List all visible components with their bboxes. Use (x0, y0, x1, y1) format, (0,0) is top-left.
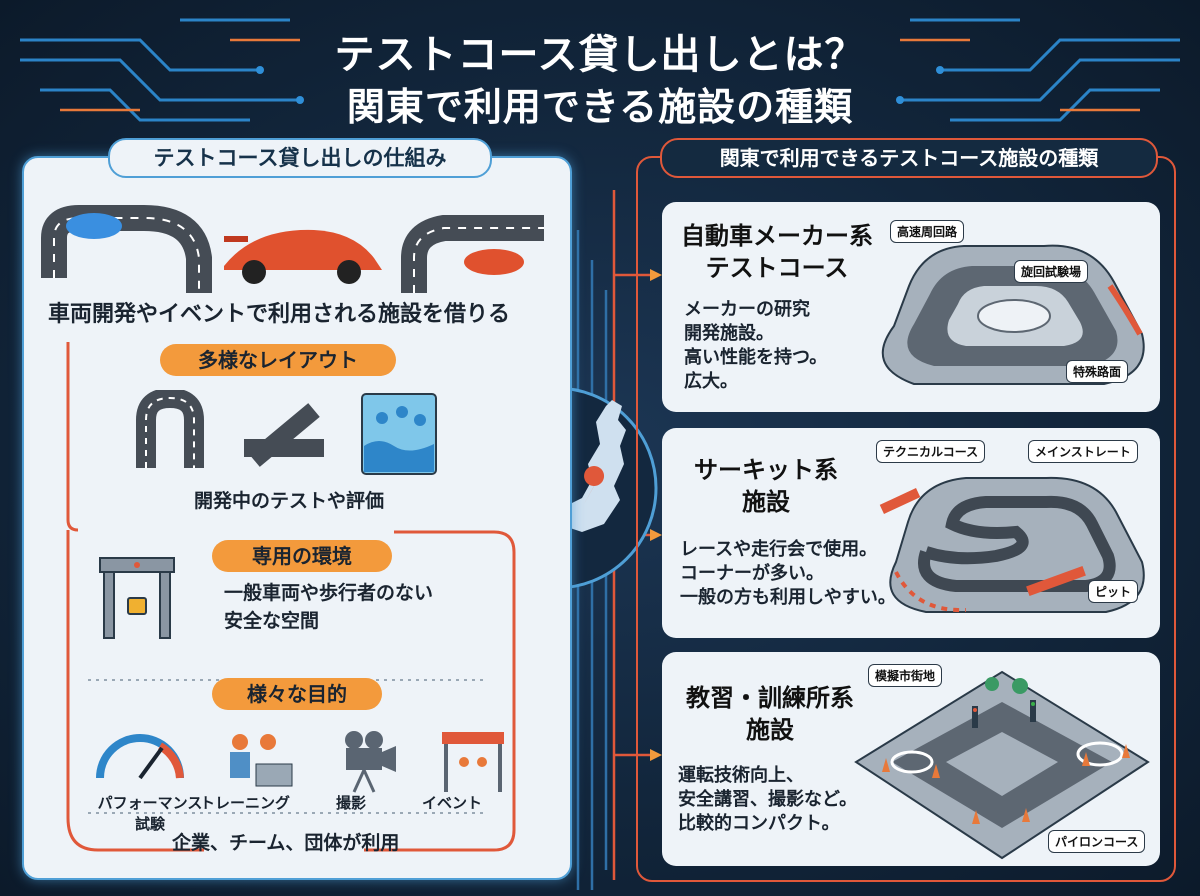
right-panel-header: 関東で利用できるテストコース施設の種類 (660, 138, 1158, 178)
feature-label-environment: 専用の環境 (212, 540, 392, 572)
feature-label-layout: 多様なレイアウト (160, 344, 396, 376)
film-camera-icon (345, 731, 396, 793)
purpose-event: イベント (422, 794, 483, 812)
tag-technical-course: テクニカルコース (876, 440, 986, 463)
page-subtitle: 関東で利用できる施設の種類 (346, 85, 854, 129)
left-panel-header: テストコース貸し出しの仕組み (108, 138, 492, 178)
feature-bracket (66, 342, 516, 852)
tag-skid-pad: 旋回試験場 (1014, 260, 1089, 283)
japan-map (498, 400, 626, 548)
purpose-performance: パフォーマンス 試験 (97, 794, 203, 833)
facility-card-circuit: サーキット系 施設 レースや走行会で使用。 コーナーが多い。 一般の方も利用しや… (662, 428, 1160, 638)
red-car-icon (464, 249, 524, 275)
purpose-filming: 撮影 (336, 794, 367, 812)
lock-icon (127, 597, 147, 615)
feature-desc-layout: 開発中のテストや評価 (194, 490, 385, 512)
card-description: 運転技術向上、 安全講習、撮影など。 比較的コンパクト。 (678, 765, 858, 834)
card-title: 教習・訓練所系 施設 (686, 684, 854, 744)
card-description: レースや走行会で使用。 コーナーが多い。 一般の方も利用しやすい。 (680, 539, 896, 608)
pylon-icons (882, 744, 1130, 824)
speedometer-icon (96, 734, 184, 780)
feature-desc-environment-line2: 安全な空間 (224, 610, 320, 632)
purpose-training: トレーニング (200, 794, 291, 812)
tag-mock-city-streets: 模擬市街地 (868, 664, 943, 687)
facility-card-manufacturer: 自動車メーカー系 テストコース メーカーの研究 開発施設。 高い性能を持つ。 広… (662, 202, 1160, 412)
purpose-icons (96, 731, 504, 793)
u-turn-track-icon (136, 390, 204, 468)
water-surface-icon (361, 393, 437, 475)
left-panel: テストコース貸し出しの仕組み 車両開発やイベントで利用される施設を借りる 多様な… (22, 138, 572, 880)
circuit-track-illustration (879, 476, 1145, 613)
left-panel-main-text: 車両開発やイベントで利用される施設を借りる (48, 302, 511, 327)
page-title: テストコース貸し出しとは？ (334, 32, 866, 78)
track-and-car-illustrations (41, 205, 544, 293)
tag-main-straight: メインストレート (1028, 440, 1138, 463)
tag-pit: ピット (1088, 580, 1139, 603)
driving-school-illustration (854, 670, 1150, 860)
feature-desc-environment-line1: 一般車両や歩行者のない (224, 582, 434, 604)
tag-special-surface: 特殊路面 (1066, 360, 1129, 383)
card-description: メーカーの研究 開発施設。 高い性能を持つ。 広大。 (684, 299, 828, 392)
feature-label-purpose: 様々な目的 (212, 678, 382, 710)
card-title: サーキット系 施設 (694, 456, 838, 516)
feature-desc-purpose: 企業、チーム、団体が利用 (172, 832, 400, 854)
traffic-light-icons (972, 700, 1036, 728)
training-icon (230, 734, 293, 787)
right-panel: 関東で利用できるテストコース施設の種類 (636, 138, 1176, 882)
red-sports-car-icon (224, 229, 382, 284)
layout-icons (136, 390, 437, 475)
tag-pylon-course: パイロンコース (1048, 830, 1146, 853)
facility-card-training: 教習・訓練所系 施設 運転技術向上、 安全講習、撮影など。 比較的コンパクト。 … (662, 652, 1160, 866)
security-gate-icon (99, 557, 175, 639)
event-tent-icon (442, 732, 504, 792)
tag-high-speed-loop: 高速周回路 (890, 220, 965, 243)
crossing-track-icon (244, 403, 324, 467)
card-title: 自動車メーカー系 テストコース (681, 222, 873, 282)
blue-car-icon (66, 213, 122, 239)
